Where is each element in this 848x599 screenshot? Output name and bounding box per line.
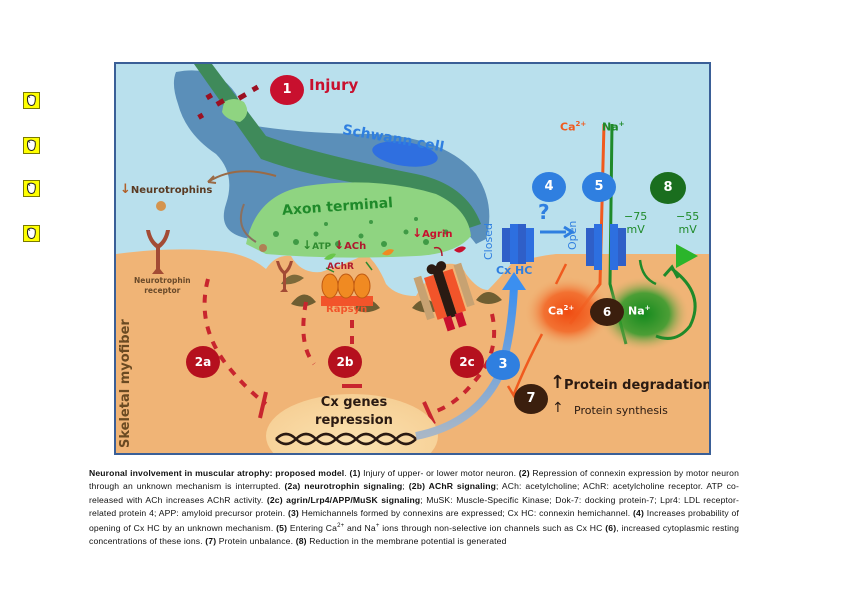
up-arrow-icon: ↑	[552, 400, 564, 416]
cx-hemichannel-open	[586, 224, 626, 270]
open-label: Open	[566, 220, 579, 250]
musk-lrp4-app-complex	[413, 261, 475, 332]
comment-note-icon[interactable]	[23, 137, 40, 154]
step-6-badge: 6	[590, 298, 624, 326]
skeletal-myofiber-label: Skeletal myofiber	[118, 319, 133, 448]
step-4-badge: 4	[532, 172, 566, 202]
down-arrow-icon: ↓	[334, 238, 345, 252]
sodium-label: Na+	[602, 120, 625, 134]
closed-label: Closed	[482, 223, 495, 260]
neurotrophins-label: ↓Neurotrophins	[120, 182, 213, 197]
step-5-badge: 5	[582, 172, 616, 202]
protein-synthesis-label: Protein synthesis	[574, 404, 668, 417]
rapsyn-label: Rapsyn	[326, 304, 368, 315]
diagram-artwork	[116, 64, 709, 453]
comment-note-icon[interactable]	[23, 92, 40, 109]
intracellular-calcium-label: Ca2+	[548, 304, 575, 318]
agrin-label: ↓Agrin	[412, 226, 453, 240]
step-7-badge: 7	[514, 384, 548, 414]
step-1-badge: 1	[270, 75, 304, 105]
step-3-badge: 3	[486, 350, 520, 380]
down-arrow-icon: ↓	[302, 238, 313, 252]
schwann-nucleus	[372, 141, 438, 167]
step-8-badge: 8	[650, 172, 686, 204]
step-2c-badge: 2c	[450, 346, 484, 378]
neurotrophin-receptor-icon	[146, 230, 170, 274]
cx-hemichannel-closed	[502, 224, 534, 264]
down-arrow-icon: ↓	[120, 182, 131, 197]
comment-note-icon[interactable]	[23, 225, 40, 242]
achr-receptor-cluster	[321, 273, 373, 306]
cx-hc-label: Cx HC	[496, 264, 533, 277]
calcium-label: Ca2+	[560, 120, 587, 134]
protein-degradation-label: Protein degradation	[564, 378, 711, 393]
caption-title: Neuronal involvement in muscular atrophy…	[89, 468, 345, 478]
achr-label: AChR	[327, 262, 354, 272]
down-arrow-icon: ↓	[412, 226, 423, 240]
injury-label: Injury	[309, 76, 359, 94]
dna-helix-icon	[275, 432, 417, 446]
figure-caption: Neuronal involvement in muscular atrophy…	[89, 468, 740, 547]
step-2b-badge: 2b	[328, 346, 362, 378]
neurotrophin-receptor-icon	[276, 261, 293, 292]
ach-label: ↓ACh	[334, 238, 367, 252]
comment-note-icon[interactable]	[23, 180, 40, 197]
question-mark-label: ?	[538, 200, 550, 224]
axon-terminal	[246, 182, 471, 258]
atp-label: ↓ATP	[302, 238, 332, 252]
intracellular-sodium-label: Na+	[628, 304, 651, 318]
up-arrow-icon: ↑	[550, 372, 566, 393]
neuromuscular-atrophy-diagram: 1 Injury Schwann cell ↓Neurotrophins Axo…	[114, 62, 711, 455]
neurotrophin-receptor-label: Neurotrophin receptor	[134, 276, 191, 295]
step-2a-badge: 2a	[186, 346, 220, 378]
